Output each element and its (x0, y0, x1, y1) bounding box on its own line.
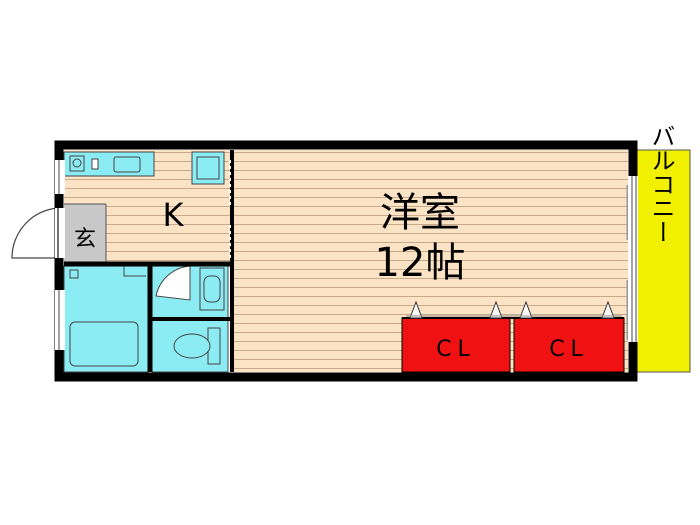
kitchen-label: K (163, 196, 185, 234)
balcony (631, 149, 691, 373)
closet-1-label: CL (436, 337, 476, 362)
kitchen-sink (113, 156, 141, 173)
western-room-label: 洋室 (380, 190, 460, 236)
closet-2-label: CL (549, 337, 589, 362)
toilet-bowl (173, 333, 211, 359)
bathtub (69, 321, 139, 367)
interior-walls (64, 150, 234, 372)
entrance-label: 玄 (74, 227, 96, 252)
closet-1 (401, 317, 511, 373)
western-room-size-label: 12帖 (375, 240, 466, 286)
entrance-floor (64, 204, 106, 262)
balcony-label: バルコニー (647, 124, 675, 244)
closet-2 (513, 317, 625, 373)
closet-door-markers (409, 300, 615, 319)
entrance-door-swing (11, 207, 59, 259)
